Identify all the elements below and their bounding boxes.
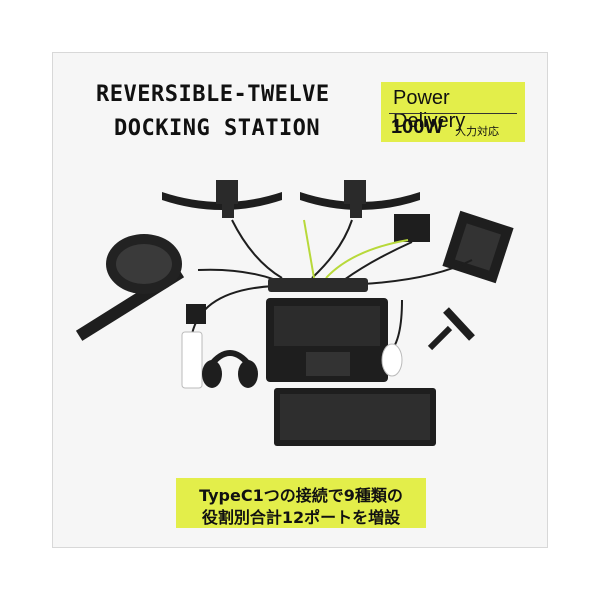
device-illustration	[75, 180, 514, 446]
badge-line-1: Power Delivery	[393, 87, 466, 132]
badge-wattage: 100W	[391, 116, 444, 138]
power-adapter	[186, 304, 206, 324]
badge-input-note: 入力対応	[455, 125, 499, 138]
feature-caption: TypeC1つの接続で9種類の 役割別合計12ポートを増設	[176, 478, 426, 528]
headphones	[202, 350, 258, 388]
right-stand-device	[442, 210, 514, 284]
caption-line-1: TypeC1つの接続で9種類の	[199, 486, 403, 505]
badge-divider	[389, 113, 517, 114]
external-drive-box	[394, 214, 430, 242]
title-line-1: REVERSIBLE-TWELVE	[96, 82, 330, 107]
left-side-monitor	[75, 234, 185, 341]
laptop	[266, 298, 388, 382]
keyboard	[274, 388, 436, 446]
caption-line-2: 役割別合計12ポートを増設	[201, 508, 401, 527]
top-monitor-right	[300, 180, 420, 218]
top-monitor-left	[162, 180, 282, 218]
cables	[191, 219, 473, 353]
microphone-stand	[427, 307, 475, 351]
title-line-2: DOCKING STATION	[114, 116, 321, 141]
power-delivery-badge: Power Delivery 100W 入力対応	[381, 82, 525, 142]
highlight-cables	[303, 219, 409, 279]
mouse	[381, 343, 403, 377]
power-strip	[181, 331, 203, 389]
docking-station	[268, 278, 368, 292]
